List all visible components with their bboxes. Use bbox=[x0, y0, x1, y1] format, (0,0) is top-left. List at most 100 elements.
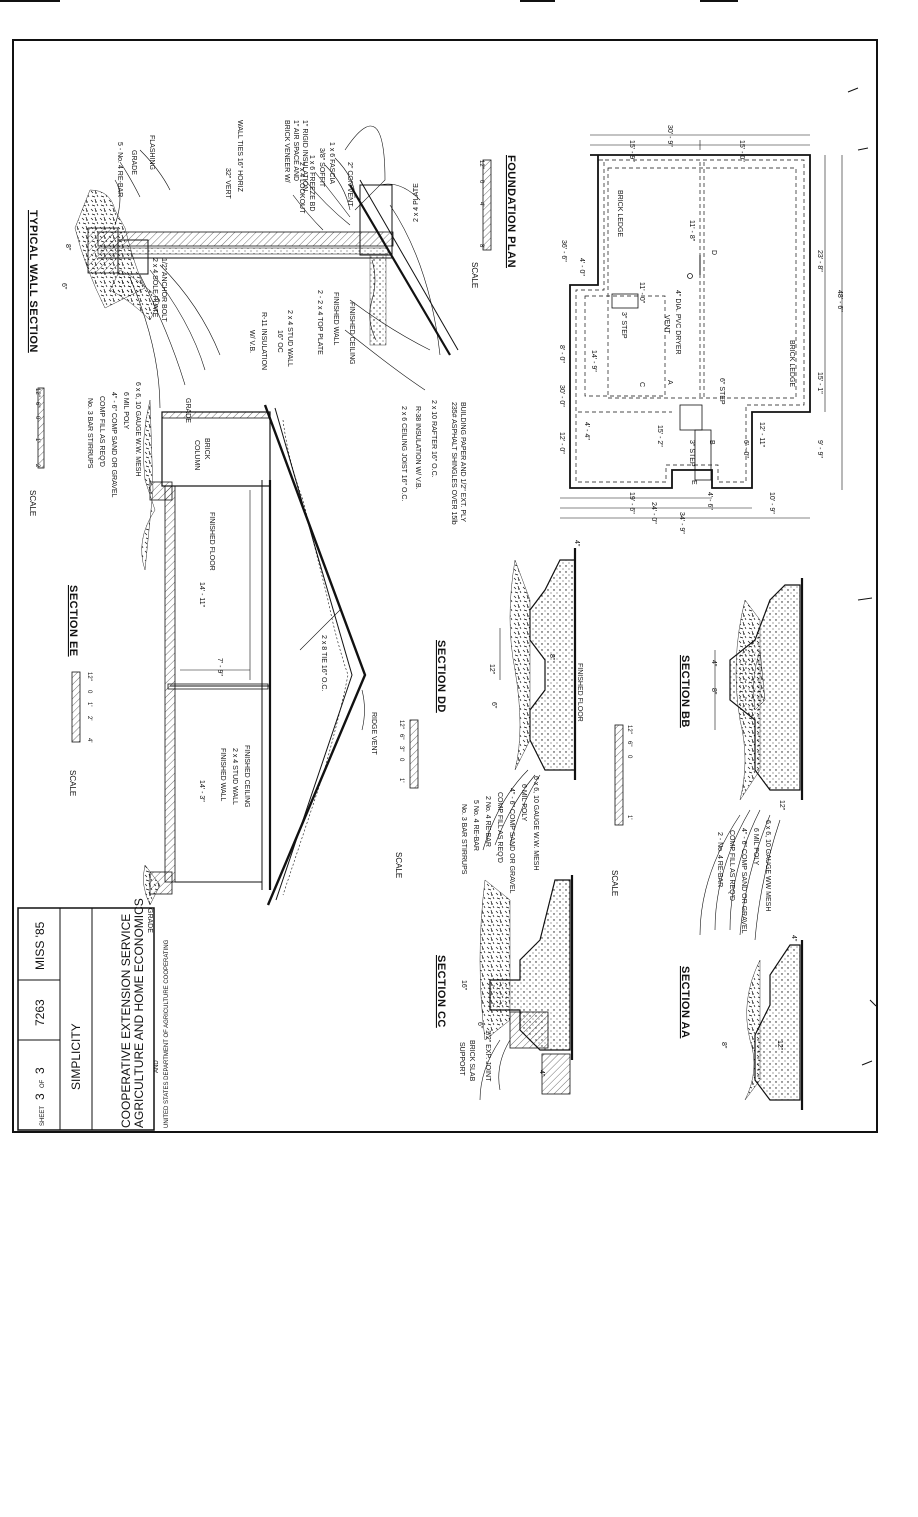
label-finished-ceiling: FINISHED CEILING bbox=[243, 745, 250, 808]
label-finished-wall: FINISHED WALL bbox=[332, 292, 339, 346]
plan-scale-tick-0: 12" bbox=[478, 160, 484, 169]
dim-36: 36' - 6" bbox=[560, 240, 567, 262]
label-dim-8: 8" bbox=[64, 244, 71, 251]
sheet-word: SHEET bbox=[40, 1106, 46, 1126]
dim-12-11: 12' - 11" bbox=[758, 422, 765, 448]
wall-scale-tick-2: 0 bbox=[34, 416, 40, 420]
dim-4-4: 4' - 4" bbox=[583, 422, 590, 440]
ee-scale-tick-2: 1' bbox=[86, 702, 92, 706]
dim-7-9: 7' - 9" bbox=[216, 658, 223, 676]
dim-15-2: 15' - 2" bbox=[656, 425, 663, 447]
label-comp-fill: COMP FILL AS REQ'D bbox=[98, 396, 105, 467]
dd-scale-tick-0: 12" bbox=[398, 720, 404, 729]
dim-14-11: 14' - 11" bbox=[198, 582, 205, 608]
dim-bottom-2: 24' - 0" bbox=[650, 502, 657, 524]
typical-wall-section: 2 x 4 PLATE 2" CON VENT 1 x 6 FASCIA 3/8… bbox=[27, 120, 466, 525]
label-shingles-2: BUILDING PAPER AND 1/2" EXT. PLY bbox=[459, 402, 466, 522]
label-slab-support-1: BRICK SLAB bbox=[468, 1040, 475, 1082]
label-brick-column-2: COLUMN bbox=[193, 440, 200, 470]
label-soffit: 3/8" SOFFIT bbox=[318, 148, 325, 188]
dd-slab bbox=[529, 559, 576, 771]
dd-scale-label: SCALE bbox=[394, 852, 403, 878]
label-fill: COMP FILL AS REQ'D bbox=[728, 830, 735, 901]
dim-right-1: 23' - 8" bbox=[816, 250, 823, 272]
section-aa: 6 x 6, 10 GAUGE WW MESH 6 MIL POLY 4" - … bbox=[679, 809, 804, 1110]
label-lookout: 2 x 4 LOOKOUT bbox=[298, 162, 305, 214]
label-tie: 2 x 8 TIE 16" O.C. bbox=[320, 635, 327, 691]
foundation-outline bbox=[569, 154, 811, 489]
agency-line-1: COOPERATIVE EXTENSION SERVICE bbox=[119, 914, 133, 1128]
label-insulation-1: R-11 INSULATION bbox=[260, 312, 267, 370]
bb-scale-bar: 12" 6" 0 1' SCALE bbox=[610, 724, 632, 896]
bb-scale-tick-3: 1' bbox=[626, 815, 632, 819]
label-finished-floor: FINISHED FLOOR bbox=[208, 512, 215, 571]
label-sole-plate: 2 x 4 SOLE PLATE bbox=[151, 258, 158, 318]
ee-scale-tick-3: 2' bbox=[86, 716, 92, 720]
label-stud-wall-1: 2 x 4 STUD WALL bbox=[286, 310, 293, 367]
dim-12: 12" bbox=[778, 800, 785, 811]
label-fascia: 1 x 6 FASCIA bbox=[328, 142, 335, 184]
label-finished-wall: FINISHED WALL bbox=[219, 748, 226, 802]
bb-scale-tick-1: 6" bbox=[626, 741, 632, 746]
label-brick-veneer-2: 1" AIR SPACE AND bbox=[292, 120, 299, 181]
dim-8: 8" bbox=[710, 688, 717, 695]
dd-scale-tick-4: 1' bbox=[398, 778, 404, 782]
of-word: OF bbox=[40, 1079, 46, 1088]
ee-scale-bar: 12" 0 1' 2' 4' SCALE bbox=[68, 671, 92, 796]
aa-slab bbox=[754, 944, 801, 1101]
label-finished-floor: FINISHED FLOOR bbox=[576, 663, 583, 722]
dim-bottom-total: 34' - 9" bbox=[678, 512, 685, 534]
section-cc: BRICK SLAB SUPPORT 1/2" EXP. JOINT 16" 6… bbox=[435, 875, 574, 1101]
rafter-line bbox=[349, 184, 451, 356]
ee-scale-tick-0: 12" bbox=[86, 672, 92, 681]
wall-scale-bar: 12" 6" 0 1' 2' SCALE bbox=[28, 387, 45, 516]
dim-8: 8" bbox=[548, 654, 555, 661]
label-brick-ledge-2: BRICK LEDGE bbox=[788, 340, 795, 387]
bb-scale-tick-2: 0 bbox=[626, 755, 632, 759]
label-r38: R-38 INSULATION W/ V.B. bbox=[414, 406, 421, 490]
plan-code: MISS '85 bbox=[33, 921, 47, 970]
label-rebar-5: 5 No. 4 RE-BAR bbox=[472, 800, 479, 851]
label-brick-veneer-1: BRICK VENEER W/ bbox=[283, 120, 290, 183]
label-sec-d: D bbox=[710, 250, 717, 255]
dim-4: 4" bbox=[538, 1070, 545, 1077]
label-mesh: 6 x 6, 10 GAUGE W.W. MESH bbox=[532, 776, 539, 871]
section-cc-title: SECTION CC bbox=[435, 955, 447, 1028]
bb-scale-label: SCALE bbox=[610, 870, 619, 896]
dim-6: 6" bbox=[476, 1022, 483, 1029]
dim-30-0: 30' - 0" bbox=[558, 385, 565, 407]
label-grade: GRADE bbox=[130, 150, 137, 175]
label-brick-veneer-3: 1" RIGID INSULATION bbox=[301, 120, 308, 191]
label-dryer-vent-1: 4" DIA. PVC DRYER bbox=[674, 290, 681, 355]
wall-brick bbox=[97, 231, 394, 247]
plan-scale-label: SCALE bbox=[470, 262, 479, 288]
dim-12: 12" bbox=[488, 664, 495, 675]
label-rebar: 2 - No. 4 RE-BAR bbox=[716, 832, 723, 887]
dim-4: 4" bbox=[710, 660, 717, 667]
dim-11-8: 11' - 8" bbox=[688, 220, 695, 242]
label-dryer-vent-2: VENT bbox=[663, 315, 670, 334]
title-block: COOPERATIVE EXTENSION SERVICE AGRICULTUR… bbox=[17, 898, 170, 1131]
label-mesh: 6 x 6, 10 GAUGE WW MESH bbox=[764, 820, 771, 911]
dim-right-3: 9' - 9" bbox=[816, 440, 823, 458]
label-stirrups: No. 3 BAR STIRRUPS bbox=[460, 804, 467, 875]
ee-scale-tick-1: 0 bbox=[86, 690, 92, 694]
bb-slab bbox=[729, 584, 801, 791]
label-brick-column-1: BRICK bbox=[203, 438, 210, 460]
label-rebar-2: 2 No. 4 RE-BAR bbox=[484, 796, 491, 847]
dim-12-0: 12' - 0" bbox=[558, 432, 565, 454]
dim-4-6: 4' - 6" bbox=[706, 492, 713, 510]
dd-scale-tick-2: 3" bbox=[398, 746, 404, 751]
plan-number: 7263 bbox=[33, 999, 47, 1026]
label-grade-1: GRADE bbox=[146, 908, 153, 933]
dim-right-total: 48' - 6" bbox=[836, 290, 843, 312]
section-dd: FINISHED FLOOR 6 x 6, 10 GAUGE W.W. MESH… bbox=[394, 540, 583, 894]
label-dim-6: 6" bbox=[60, 283, 67, 290]
label-stirrups: No. 3 BAR STIRRUPS bbox=[86, 398, 93, 469]
dim-12: 12" bbox=[776, 1040, 783, 1051]
label-con-vent: 2" CON VENT bbox=[346, 162, 353, 207]
label-ceiling-joist: 2 x 6 CEILING JOIST 16" O.C. bbox=[400, 406, 407, 501]
dim-14-9: 14' - 9" bbox=[590, 350, 597, 372]
plan-name: SIMPLICITY bbox=[69, 1023, 83, 1090]
